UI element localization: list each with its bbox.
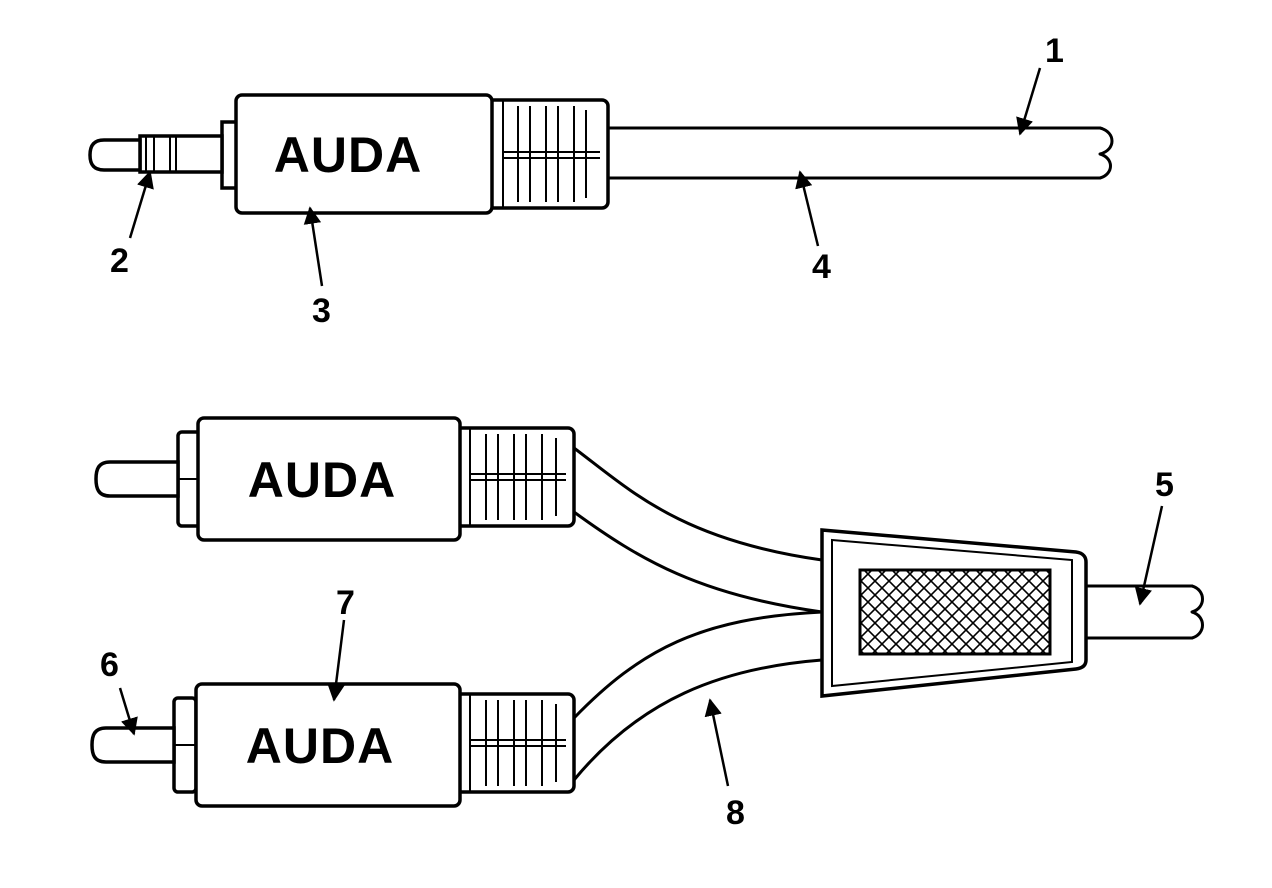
splitter-cable	[1080, 584, 1204, 640]
callouts: 1 2 3 4 5 6 7 8	[100, 32, 1174, 832]
splitter-housing	[820, 528, 1088, 698]
callout-arrow-7	[327, 619, 346, 702]
rca-plug-upper: AUDA	[94, 416, 576, 542]
rca-assembly: AUDA AUDA	[90, 416, 1204, 808]
callout-1: 1	[1045, 32, 1064, 70]
callout-arrow-3	[303, 206, 324, 287]
callout-arrow-4	[795, 170, 820, 247]
rca-cables	[572, 446, 824, 782]
rca-plug-lower: AUDA	[90, 682, 576, 808]
brand-logo-top: AUDA	[274, 127, 422, 183]
callout-arrow-6	[118, 687, 138, 736]
callout-arrow-5	[1134, 505, 1164, 606]
brand-logo-rca-lower: AUDA	[246, 718, 394, 774]
jack-plug-assembly: AUDA	[88, 93, 1114, 215]
callout-arrow-1	[1016, 67, 1042, 136]
callout-7: 7	[336, 584, 355, 622]
jack-body: AUDA	[234, 93, 494, 215]
callout-4: 4	[812, 248, 831, 286]
callout-arrow-8	[704, 698, 730, 787]
callout-3: 3	[312, 292, 331, 330]
callout-5: 5	[1155, 466, 1174, 504]
jack-pin	[88, 120, 240, 190]
callout-6: 6	[100, 646, 119, 684]
callout-arrow-2	[128, 170, 154, 239]
brand-logo-rca-upper: AUDA	[248, 452, 396, 508]
jack-strain-relief	[486, 98, 610, 210]
callout-2: 2	[110, 242, 129, 280]
callout-8: 8	[726, 794, 745, 832]
jack-cable	[606, 126, 1114, 180]
